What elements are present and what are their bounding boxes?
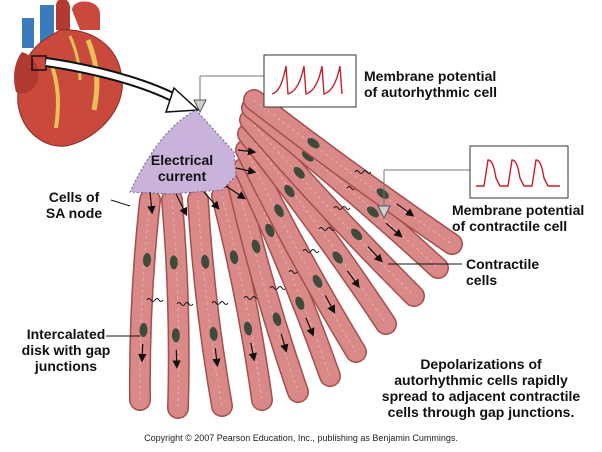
nucleus xyxy=(272,312,282,327)
nucleus xyxy=(351,228,363,241)
label-contractile-cells: Contractile cells xyxy=(466,256,539,288)
label-line: of contractile cell xyxy=(452,218,568,234)
zoom-arrow-icon xyxy=(164,86,200,113)
propagation-arrow xyxy=(324,295,336,314)
label-line: Depolarizations of xyxy=(420,356,542,372)
label-line: Intercalated xyxy=(26,326,106,342)
copyright-text: Copyright © 2007 Pearson Education, Inc.… xyxy=(144,433,458,443)
nucleus xyxy=(142,253,152,267)
gap-junction xyxy=(318,227,336,231)
nucleus xyxy=(307,137,320,149)
sa-node-leader xyxy=(110,199,131,207)
fiber-striation xyxy=(197,199,223,407)
nucleus xyxy=(243,321,253,336)
muscle-fibers xyxy=(128,89,463,419)
nucleus xyxy=(274,204,284,218)
autorhythmic-potential-trace xyxy=(271,65,343,95)
fiber-striation xyxy=(245,149,357,353)
propagation-arrow xyxy=(138,343,147,363)
label-line: junctions xyxy=(34,358,98,374)
fiber-striation xyxy=(139,199,151,401)
propagation-arrow xyxy=(212,348,221,368)
nucleus xyxy=(376,188,389,199)
gap-junction xyxy=(302,249,320,253)
gap-junction xyxy=(354,170,372,174)
current-arrows xyxy=(147,147,257,217)
contractile-potential-trace xyxy=(476,159,560,187)
propagation-arrow xyxy=(346,270,360,288)
fiber-striation xyxy=(237,183,299,393)
nucleus xyxy=(293,166,305,179)
fiber-striation xyxy=(221,195,263,401)
label-membrane-autorhythmic: Membrane potential of autorhythmic cell xyxy=(364,68,497,100)
label-intercalated-disk: Intercalated disk with gap junctions xyxy=(20,326,112,374)
propagation-arrow xyxy=(385,222,403,238)
propagation-arrow xyxy=(305,317,315,337)
fiber-body xyxy=(130,190,160,410)
nucleus xyxy=(139,323,148,337)
label-electrical-current: Electrical current xyxy=(140,152,224,184)
nucleus xyxy=(284,184,295,198)
fiber-body xyxy=(240,110,424,306)
gap-junction xyxy=(269,286,287,290)
gap-junction xyxy=(211,301,229,305)
label-line: Contractile xyxy=(466,256,540,272)
label-cells-sa-node: Cells of SA node xyxy=(38,189,110,221)
autorhythmic-trace-box xyxy=(193,54,357,114)
propagation-arrow xyxy=(280,333,289,353)
label-line: Cells of xyxy=(48,189,100,205)
nucleus xyxy=(265,223,275,238)
contractile-trace-box xyxy=(377,145,569,220)
fiber-striation xyxy=(253,99,453,245)
propagation-arrow xyxy=(396,203,415,217)
label-line: cells through gap junctions. xyxy=(387,404,575,420)
nucleus xyxy=(295,296,305,310)
nucleus xyxy=(312,274,323,288)
label-line: current xyxy=(157,168,207,184)
label-line: spread to adjacent contractile xyxy=(381,388,581,404)
propagation-arrow xyxy=(367,246,383,263)
label-line: Membrane potential xyxy=(364,68,497,84)
nucleus xyxy=(171,328,180,343)
sa-node-region xyxy=(129,109,237,195)
nucleus xyxy=(209,326,218,341)
nucleus xyxy=(366,206,379,218)
label-line: Membrane potential xyxy=(452,202,585,218)
nucleus xyxy=(301,150,314,162)
label-line: SA node xyxy=(45,205,103,221)
label-line: of autorhythmic cell xyxy=(364,84,498,100)
heart-illustration xyxy=(14,0,123,147)
label-depolarizations: Depolarizations of autorhythmic cells ra… xyxy=(366,356,596,420)
gap-junction xyxy=(146,298,164,302)
nucleus xyxy=(251,239,261,254)
nucleus xyxy=(332,251,343,264)
fiber-striation xyxy=(171,199,180,409)
nucleus xyxy=(169,255,178,270)
gap-junction xyxy=(176,302,194,306)
gap-junction xyxy=(333,206,351,210)
label-line: disk with gap xyxy=(21,342,111,358)
label-line: Electrical xyxy=(150,152,214,168)
label-line: autorhythmic cells rapidly xyxy=(394,372,568,388)
label-line: cells xyxy=(466,272,498,288)
nucleus xyxy=(229,250,239,265)
propagation-arrow xyxy=(248,342,257,362)
nucleus xyxy=(201,254,210,269)
label-membrane-contractile: Membrane potential of contractile cell xyxy=(452,202,584,234)
fiber-striation xyxy=(247,133,387,325)
